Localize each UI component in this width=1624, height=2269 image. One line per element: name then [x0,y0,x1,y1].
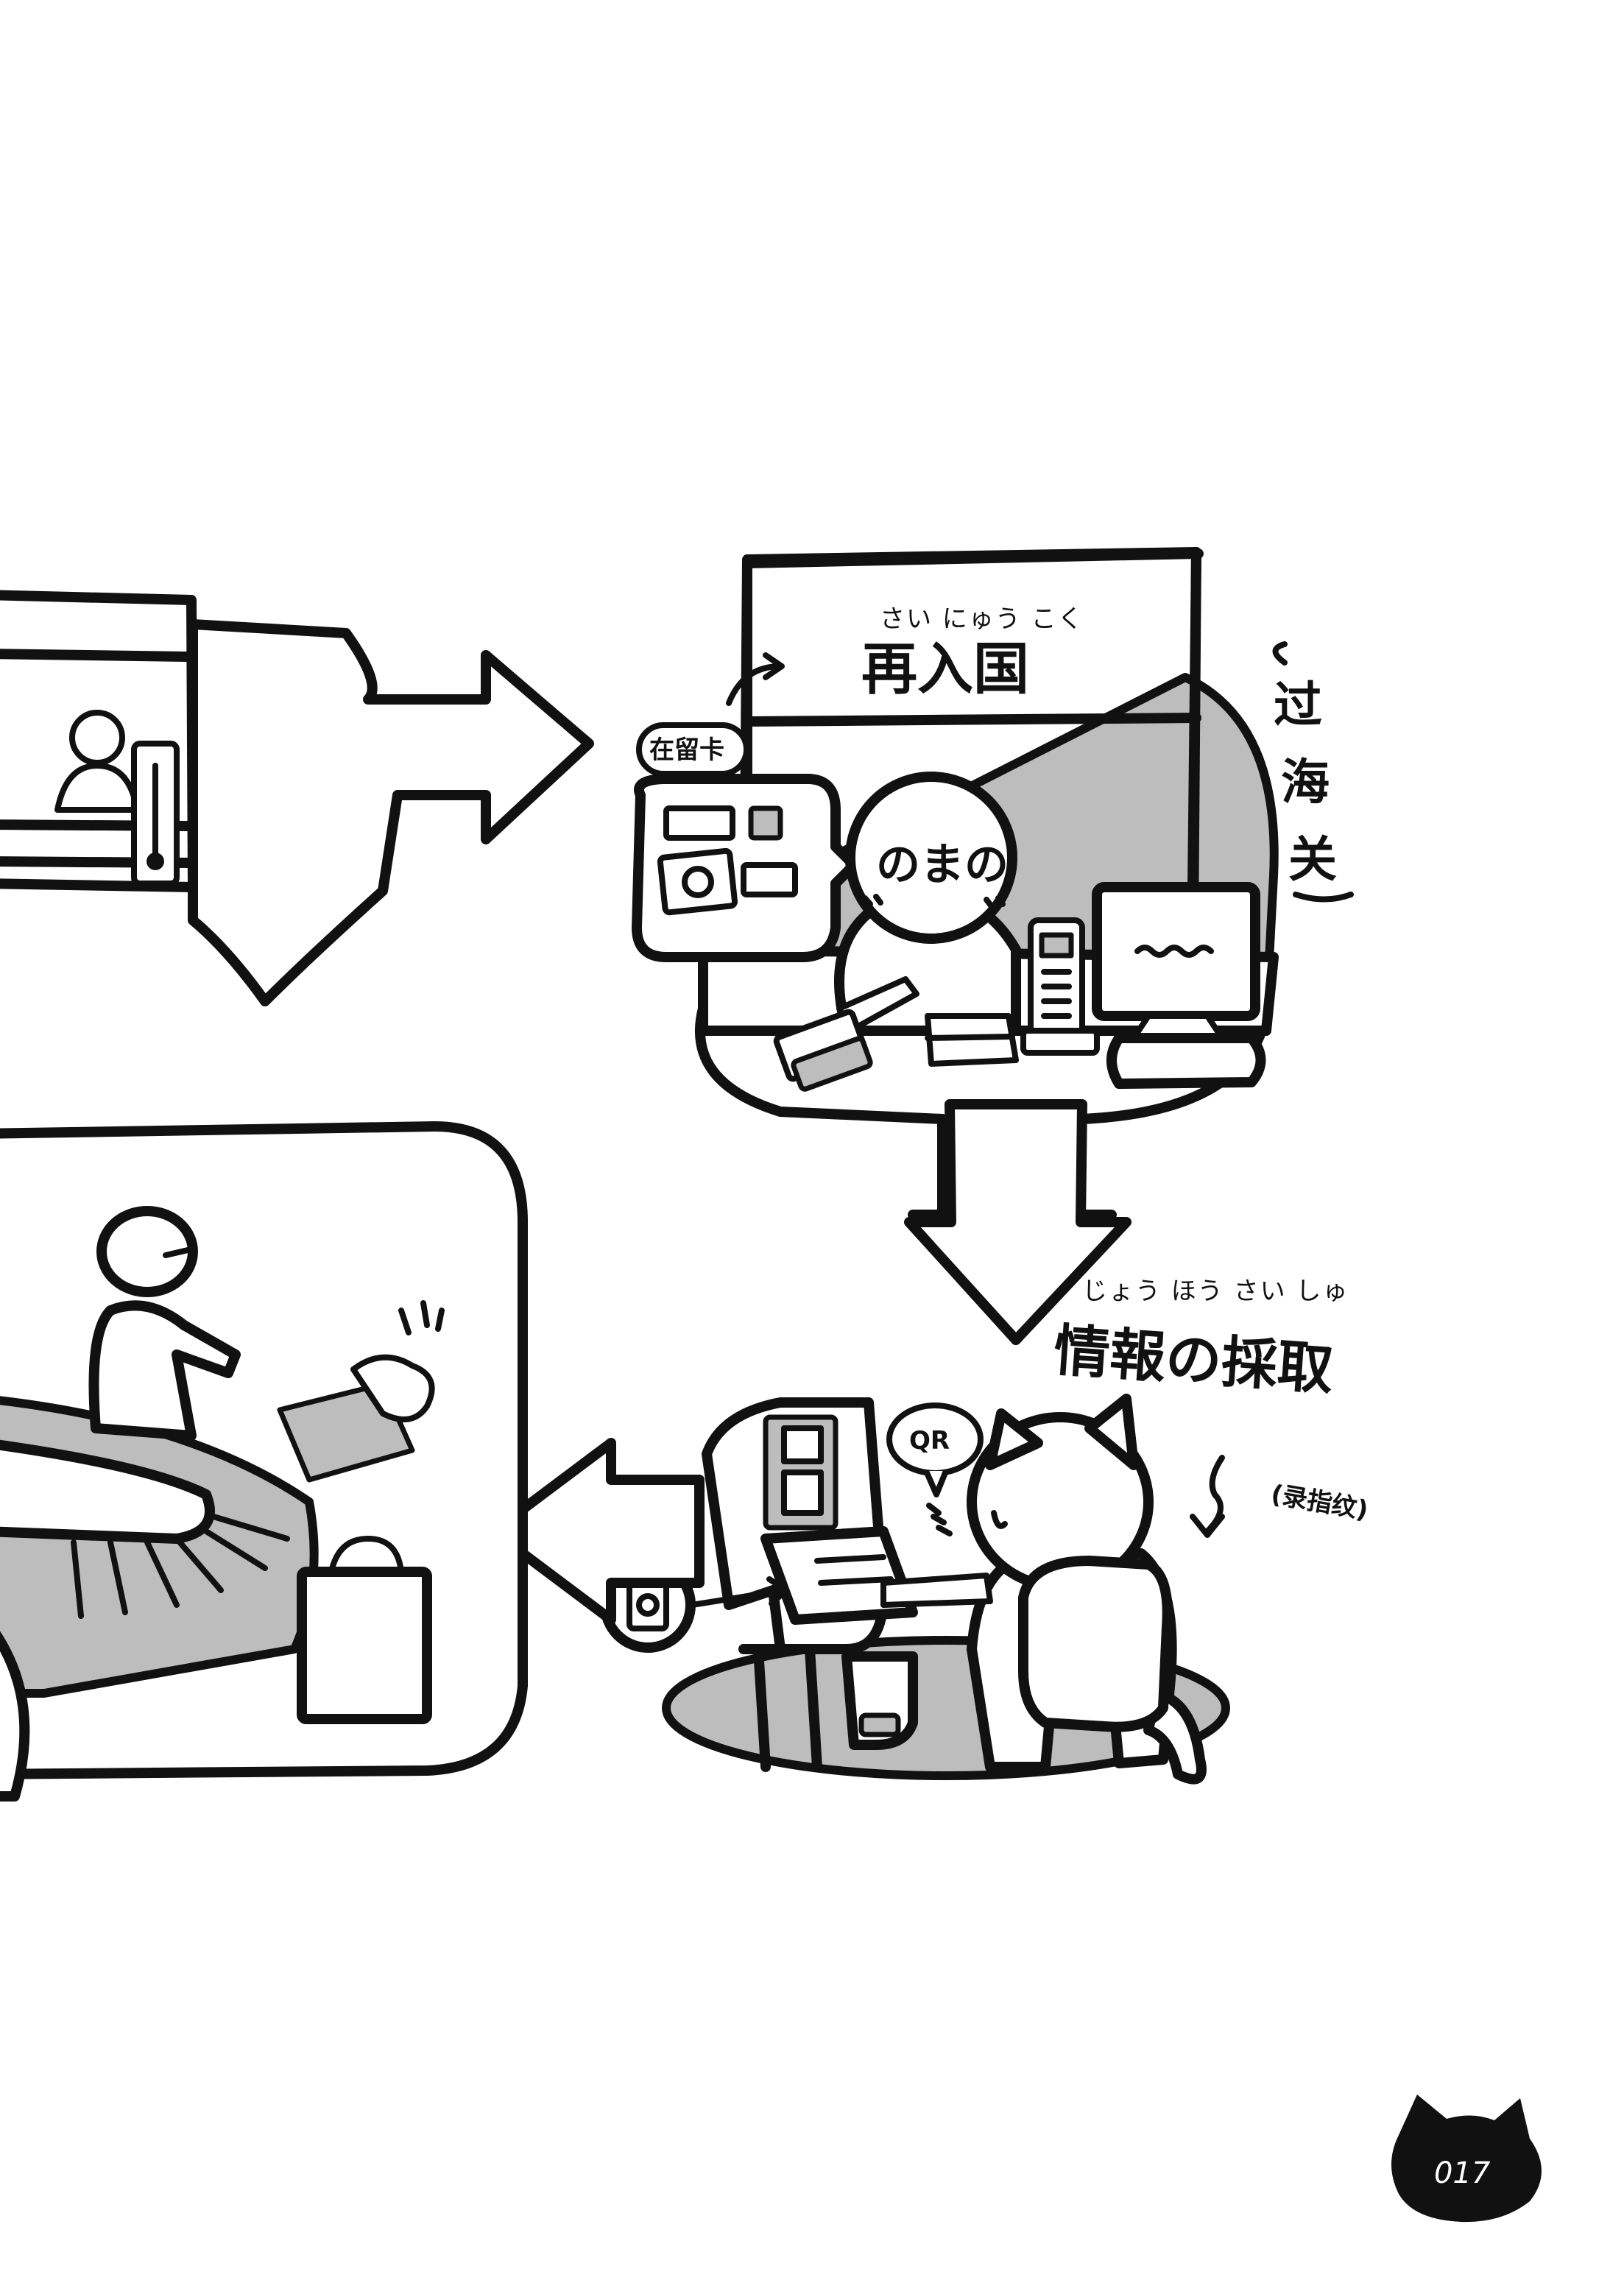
page-number-badge: 017 [1391,2095,1542,2223]
info-title: 情報の採取 [1052,1317,1335,1402]
thermometer-icon [131,741,180,886]
top-left-scene [0,590,198,892]
residence-card-tag: 在留卡 [636,722,749,777]
info-reading: じょう ほう さい しゅ [1082,1277,1349,1306]
customs-side-note: 过 海 关 [1272,641,1354,903]
customs-note-char-3: 关 [1288,831,1337,888]
qr-bubble: QR [886,1402,984,1497]
reentry-reading: さい にゅう こく [880,604,1084,634]
fingerprint-terminal-icon [1020,917,1100,1056]
curly-arrow-icon [1190,1455,1225,1538]
suitcase-icon [277,1300,445,1483]
fingerprint-note: (录指纹) [1268,1479,1370,1525]
luggage-bag-icon [297,1536,432,1724]
customs-note-char-1: 过 [1274,677,1322,733]
customs-note-char-2: 海 [1281,754,1330,811]
passport-stack-icon [773,1009,873,1092]
qr-label: QR [909,1426,950,1455]
card-reader-icon [925,1013,1019,1067]
baggage-claim-scene [0,1121,528,1802]
documents-bubble [632,774,859,962]
residence-card-label: 在留卡 [649,735,724,765]
officer-face: のまの [876,839,1009,891]
cat-character [880,1394,1207,1785]
arrow-to-reentry-icon [188,619,594,1006]
monitor-icon [1092,882,1266,1089]
pointer-arrow-icon [726,652,785,706]
arrow-down-icon [904,1099,1131,1345]
traveler-person [88,1206,241,1441]
immigration-officer: のまの [834,772,1021,1036]
reentry-title: 再入国 [861,636,1029,702]
cat-head-icon [1391,2095,1542,2223]
arrow-left-icon [488,1438,705,1625]
page-number: 017 [1434,2156,1491,2190]
